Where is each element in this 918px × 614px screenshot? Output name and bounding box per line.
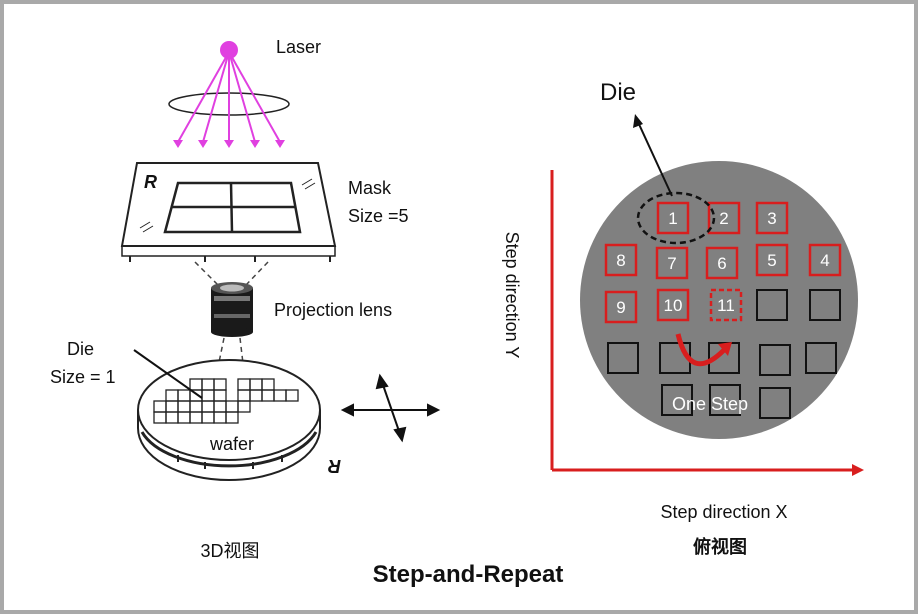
die-4	[808, 243, 842, 277]
die-number-2: 2	[719, 209, 728, 228]
laser-label: Laser	[276, 37, 321, 57]
laser-dot	[220, 41, 238, 59]
projection-lens	[211, 282, 253, 337]
die-6	[705, 246, 739, 280]
unexposed-dies	[607, 289, 841, 419]
die-2	[707, 201, 741, 235]
figure-title: Step-and-Repeat	[373, 561, 564, 588]
die-number-5: 5	[767, 251, 776, 270]
die-8	[604, 243, 638, 277]
motion-arrows	[340, 373, 441, 443]
axis-y-label: Step direction Y	[502, 232, 522, 359]
die-number-11: 11	[717, 296, 735, 315]
wafer-base-ticks	[177, 455, 283, 469]
die-number-3: 3	[767, 209, 776, 228]
die-9	[604, 290, 638, 324]
wafer-top-view	[580, 161, 858, 439]
die-7	[655, 246, 689, 280]
die-number-9: 9	[616, 298, 625, 317]
laser-source	[168, 41, 290, 148]
mask-label: Mask	[348, 178, 392, 198]
axis-x-label: Step direction X	[660, 502, 787, 522]
caption-top-view: 俯视图	[693, 536, 747, 557]
wafer-corner-letter: R	[328, 456, 341, 476]
die-number-6: 6	[717, 254, 726, 273]
die-number-7: 7	[667, 254, 676, 273]
exposed-dies	[604, 201, 842, 324]
mask-to-lens-rays	[194, 261, 269, 286]
die-1	[656, 201, 690, 235]
die-5	[755, 243, 789, 277]
mask-pattern	[163, 181, 302, 234]
caption-3d-view: 3D视图	[200, 541, 259, 561]
wafer-label: wafer	[209, 434, 254, 454]
die-3	[755, 201, 789, 235]
one-step-label: One Step	[672, 394, 748, 414]
die-pointer-line	[133, 349, 203, 399]
step-axes	[550, 170, 864, 476]
die-number-1: 1	[668, 209, 677, 228]
die-10	[656, 288, 690, 322]
die-11	[709, 288, 743, 322]
laser-beams	[177, 51, 281, 143]
projection-lens-label: Projection lens	[274, 300, 392, 320]
die-pointer-arrow	[633, 114, 673, 197]
die-highlight-oval	[636, 191, 716, 245]
wafer-3d	[137, 359, 321, 481]
die-numbers: 1 2 3 4 5 6 7 8 9 10 11	[616, 209, 829, 317]
laser-arrowheads	[173, 140, 285, 148]
axis-x-arrowhead	[852, 464, 864, 476]
die-label-left: Die	[67, 339, 94, 359]
die-number-8: 8	[616, 251, 625, 270]
wafer-die-grid	[153, 378, 299, 424]
die-number-10: 10	[664, 296, 683, 315]
mask	[120, 162, 337, 262]
mask-corner-letter: R	[144, 172, 157, 192]
die-label-right: Die	[600, 79, 636, 106]
mask-size-label: Size =5	[348, 206, 409, 226]
die-size-label: Size = 1	[50, 367, 116, 387]
die-number-4: 4	[820, 251, 829, 270]
step-arrow	[675, 333, 732, 367]
